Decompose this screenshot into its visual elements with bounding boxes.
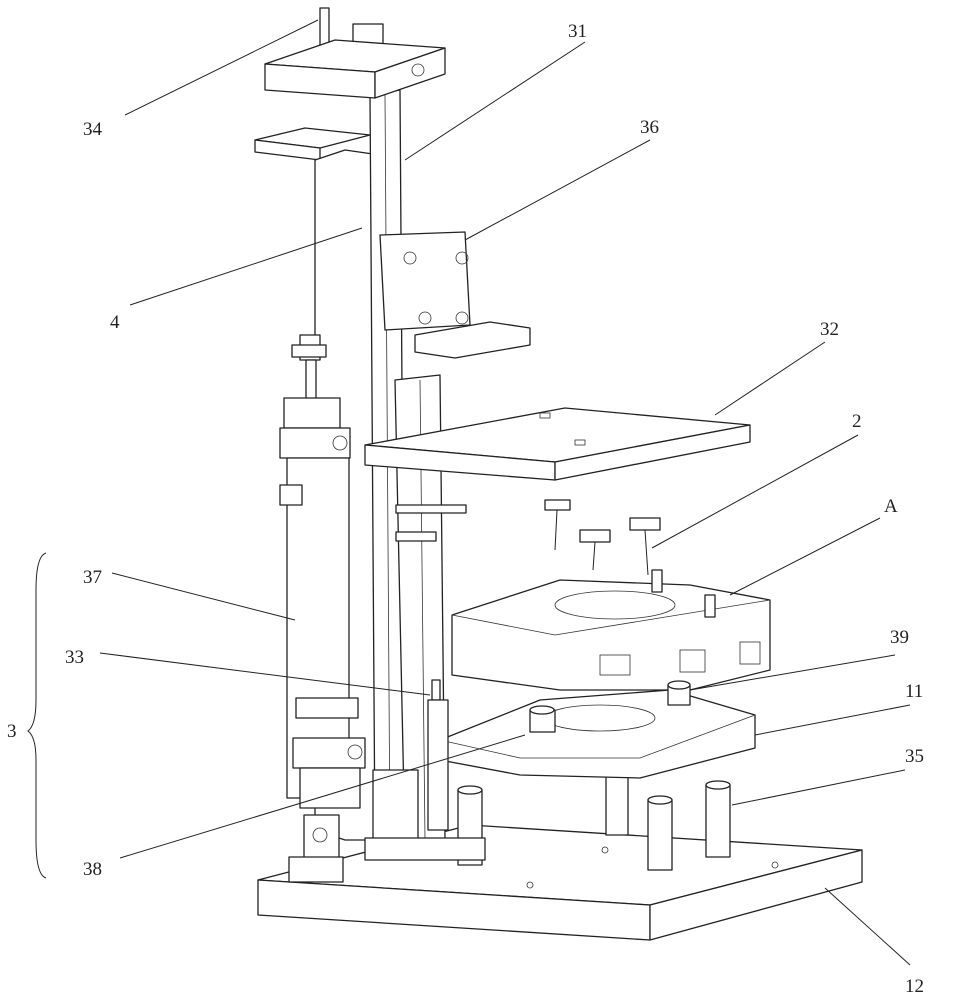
lower-fixture [439, 680, 756, 779]
label-2: 2 [852, 411, 862, 432]
label-12: 12 [905, 976, 924, 997]
label-31: 31 [568, 21, 587, 42]
slider-block [379, 231, 531, 359]
label-34: 34 [83, 119, 103, 140]
guide-pin [364, 679, 486, 861]
label-3: 3 [7, 721, 17, 742]
upper-plate [364, 407, 751, 481]
leader-lines [27, 19, 911, 966]
label-11: 11 [905, 681, 923, 702]
label-32: 32 [820, 319, 839, 340]
label-36: 36 [640, 117, 659, 138]
label-39: 39 [890, 627, 909, 648]
label-35: 35 [905, 746, 924, 767]
label-A: A [884, 496, 898, 517]
base-plate [257, 824, 863, 941]
label-37: 37 [83, 567, 102, 588]
top-block [264, 7, 446, 99]
probes [395, 499, 661, 576]
air-cylinder [279, 334, 366, 883]
label-38: 38 [83, 859, 102, 880]
workpiece-A [451, 569, 771, 691]
label-4: 4 [110, 312, 120, 333]
label-33: 33 [65, 647, 84, 668]
